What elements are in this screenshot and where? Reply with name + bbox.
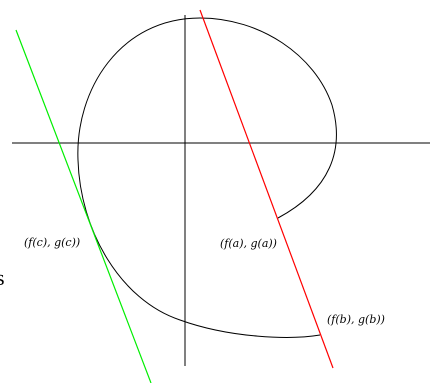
label-point-b: (f(b), g(b)) [327, 313, 385, 326]
parametric-curve [77, 17, 337, 338]
red-line [199, 9, 334, 369]
edge-letter: s [0, 265, 5, 290]
label-point-c: (f(c), g(c)) [24, 236, 80, 249]
label-point-a: (f(a), g(a)) [220, 237, 277, 250]
green-line [15, 29, 152, 383]
